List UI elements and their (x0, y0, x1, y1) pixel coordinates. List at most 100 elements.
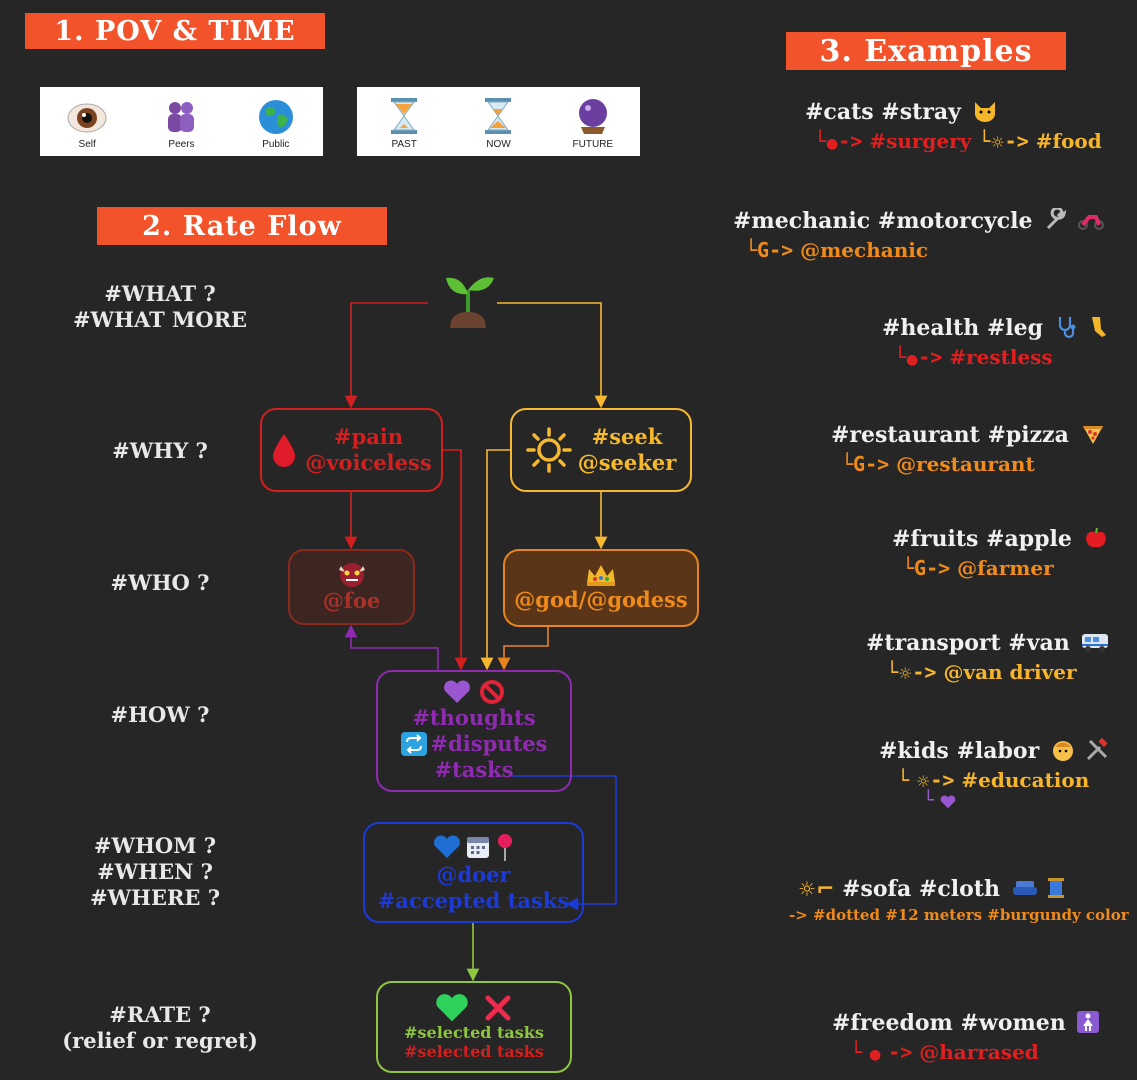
example-kids[interactable]: #kids #labor └ ☼-> #education └ (879, 737, 1109, 811)
thoughts-box[interactable]: #thoughts #disputes #tasks (376, 670, 572, 792)
example-health-tags: #health #leg (882, 315, 1044, 341)
selected-box[interactable]: #selected tasks #selected tasks (376, 981, 572, 1073)
child-icon (1052, 741, 1073, 761)
prohibited-icon (480, 680, 504, 704)
hourglass-flowing-icon (485, 98, 512, 134)
example-transport-sub: @van driver (943, 660, 1077, 684)
question-why: #WHY ? (112, 438, 208, 463)
seedling-icon (446, 277, 494, 328)
disputes-tag: #disputes (430, 731, 548, 756)
eye-icon (67, 103, 107, 133)
cat-icon (974, 102, 995, 122)
pov-public: Public (236, 99, 316, 150)
pain-tag: #pain (333, 424, 404, 449)
connector-sprout-seek (497, 302, 608, 409)
example-freedom-tags: #freedom #women (832, 1010, 1066, 1036)
pov-panel: Self Peers Public (40, 87, 323, 156)
doer-box[interactable]: @doer #accepted tasks (363, 822, 584, 923)
example-cats-sub2: #food (1035, 129, 1102, 153)
section2-title: 2. Rate Flow (97, 207, 387, 245)
example-cats-sub1: #surgery (869, 129, 972, 153)
example-fruits-prefix: G-> (914, 556, 951, 580)
example-sofa[interactable]: ☼⌐ #sofa #cloth -> #dotted #12 meters #b… (789, 876, 1129, 924)
example-sofa-sub: -> #dotted #12 meters #burgundy color (789, 906, 1129, 924)
section1-title: 1. POV & TIME (25, 13, 325, 49)
purple-heart-icon (444, 680, 470, 703)
foe-box[interactable]: @foe (288, 549, 415, 625)
section3-title: 3. Examples (786, 32, 1066, 70)
repeat-icon (400, 732, 427, 756)
example-kids-tags: #kids #labor (879, 738, 1040, 764)
connector-thoughts-foe (344, 624, 439, 670)
thread-icon (1048, 878, 1065, 898)
example-cats[interactable]: #cats #stray └●-> #surgery └☼-> #food (805, 99, 1102, 153)
time-past: PAST (364, 97, 444, 150)
sofa-icon (1012, 881, 1037, 895)
time-future: FUTURE (553, 97, 633, 150)
apple-icon (1085, 527, 1106, 548)
globe-icon (258, 100, 293, 134)
voiceless-mention: @voiceless (305, 450, 432, 475)
connector-sprout-pain (344, 302, 428, 409)
pain-box[interactable]: #pain @voiceless (260, 408, 443, 492)
example-transport[interactable]: #transport #van └☼-> @van driver (866, 630, 1109, 684)
wrench-icon (1047, 206, 1067, 230)
selected-tasks-red: #selected tasks (404, 1042, 544, 1061)
crown-icon (587, 565, 615, 586)
motorcycle-icon (1077, 215, 1104, 230)
seek-box[interactable]: #seek @seeker (510, 408, 692, 492)
example-restaurant-sub: @restaurant (896, 452, 1035, 476)
time-now: NOW (458, 97, 538, 150)
question-whom: #WHOM ? #WHEN ? #WHERE ? (89, 833, 221, 910)
green-heart-icon (436, 994, 468, 1022)
cross-mark-icon (485, 995, 511, 1021)
people-icon (168, 102, 195, 132)
time-panel: PAST NOW FUTURE (357, 87, 640, 156)
calendar-icon (466, 836, 489, 858)
example-fruits-sub: @farmer (957, 556, 1054, 580)
example-fruits[interactable]: #fruits #apple └G-> @farmer (892, 526, 1108, 580)
pizza-icon (1082, 426, 1103, 444)
tasks-tag: #tasks (434, 757, 514, 782)
seeker-mention: @seeker (577, 450, 677, 475)
pov-self: Self (47, 101, 127, 150)
van-icon (1082, 634, 1109, 652)
leg-icon (1092, 317, 1107, 337)
ogre-icon (338, 563, 365, 587)
example-health-sub: #restless (949, 345, 1053, 369)
blue-heart-icon (433, 835, 460, 858)
tools-icon (1086, 737, 1108, 761)
question-who: #WHO ? (110, 570, 210, 595)
example-health[interactable]: #health #leg └●-> #restless (882, 315, 1108, 369)
pin-icon (497, 833, 512, 861)
question-what: #WHAT ? #WHAT MORE (72, 281, 248, 332)
question-rate: #RATE ? (relief or regret) (62, 1002, 258, 1053)
example-mechanic[interactable]: #mechanic #motorcycle └G-> @mechanic (733, 206, 1104, 262)
connector-god-thoughts (497, 627, 549, 671)
sun-icon (525, 427, 572, 473)
drop-of-blood-icon (273, 434, 296, 467)
woman-icon (1077, 1011, 1100, 1033)
accepted-tasks-tag: #accepted tasks (377, 887, 570, 913)
god-box[interactable]: @god/@godess (503, 549, 699, 627)
thoughts-tag: #thoughts (412, 705, 536, 730)
example-restaurant-prefix: G-> (853, 452, 890, 476)
pov-peers: Peers (141, 99, 221, 150)
selected-tasks-green: #selected tasks (404, 1023, 544, 1042)
example-restaurant-tags: #restaurant #pizza (831, 422, 1069, 448)
example-restaurant[interactable]: #restaurant #pizza └G-> @restaurant (831, 422, 1105, 476)
example-fruits-tags: #fruits #apple (892, 526, 1072, 552)
example-freedom[interactable]: #freedom #women └ ● -> @harrased (832, 1010, 1100, 1064)
example-mechanic-prefix: G-> (757, 238, 794, 262)
question-how: #HOW ? (110, 702, 210, 727)
stethoscope-icon (1058, 317, 1076, 339)
crystal-ball-icon (578, 99, 607, 134)
connector-pain-thoughts (443, 449, 468, 671)
example-sofa-tags: #sofa #cloth (842, 876, 1000, 902)
god-mention: @god/@godess (514, 587, 688, 612)
example-cats-tags: #cats #stray (805, 99, 961, 125)
connector-seek-thoughts (480, 449, 512, 671)
example-mechanic-tags: #mechanic #motorcycle (733, 208, 1033, 234)
example-mechanic-sub: @mechanic (800, 238, 929, 262)
